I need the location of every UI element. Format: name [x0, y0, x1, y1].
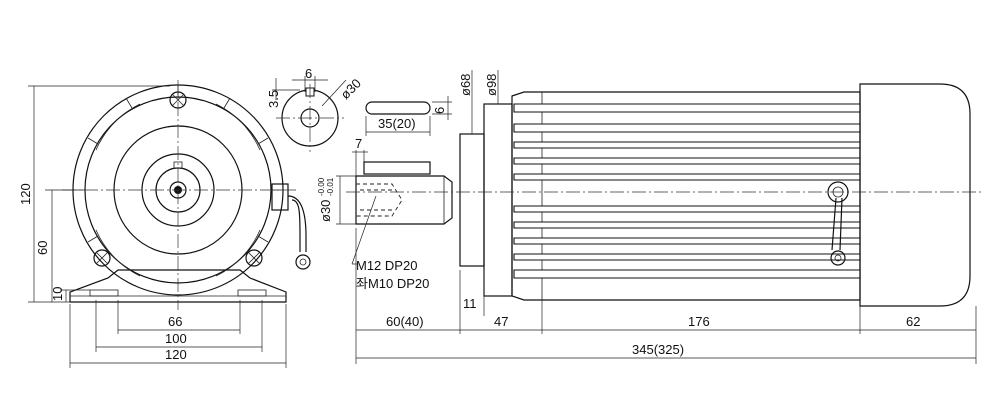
- dim-flange-thickness: 11: [463, 296, 477, 311]
- side-view-dimensions: ø68 ø98 7 ø30 -0.00 -0.01 M12 DP20 좌M10 …: [317, 70, 977, 364]
- dim-key-depth: 3.5: [266, 90, 281, 108]
- dim-key-length: 35(20): [378, 116, 416, 131]
- dim-front-height-center: 60: [35, 241, 50, 255]
- key-detail: 35(20) 6: [365, 96, 452, 136]
- dim-fan-cover-length: 62: [906, 314, 920, 329]
- dim-front-foot-width: 100: [165, 331, 187, 346]
- side-view: [346, 83, 982, 307]
- dim-shaft-length: 60(40): [386, 314, 424, 329]
- dim-flange-diameter-small: ø68: [458, 74, 473, 96]
- dim-key-height: 6: [432, 107, 447, 114]
- dim-key-width: 6: [305, 66, 312, 81]
- dim-front-bolt-spacing: 66: [168, 314, 182, 329]
- thread-note-2: 좌M10 DP20: [356, 276, 429, 291]
- thread-note-1: M12 DP20: [356, 258, 417, 273]
- dim-overall-length: 345(325): [632, 342, 684, 357]
- dim-front-foot-height: 10: [50, 287, 65, 301]
- front-view: [62, 80, 311, 310]
- front-screw-right: [245, 249, 263, 267]
- dim-shaft-diameter-tol: ø30: [318, 200, 333, 222]
- dim-shaft-tol-upper: -0.00: [317, 177, 326, 196]
- cooling-fins: [513, 103, 861, 279]
- dim-key-offset: 7: [355, 136, 362, 151]
- dim-body-length: 176: [688, 314, 710, 329]
- dim-shaft-tol-lower: -0.01: [326, 177, 335, 196]
- dim-front-total-width: 120: [165, 347, 187, 362]
- dim-flange-to-body: 47: [494, 314, 508, 329]
- dim-shaft-diameter-detail: ø30: [338, 76, 364, 102]
- dim-front-height-total: 120: [18, 183, 33, 205]
- shaft-section-detail: 6 3.5 ø30: [266, 66, 364, 152]
- dim-flange-diameter-large: ø98: [484, 74, 499, 96]
- front-screw-left: [93, 249, 111, 267]
- front-view-dimensions: 120 60 10 66 100 120: [18, 85, 287, 368]
